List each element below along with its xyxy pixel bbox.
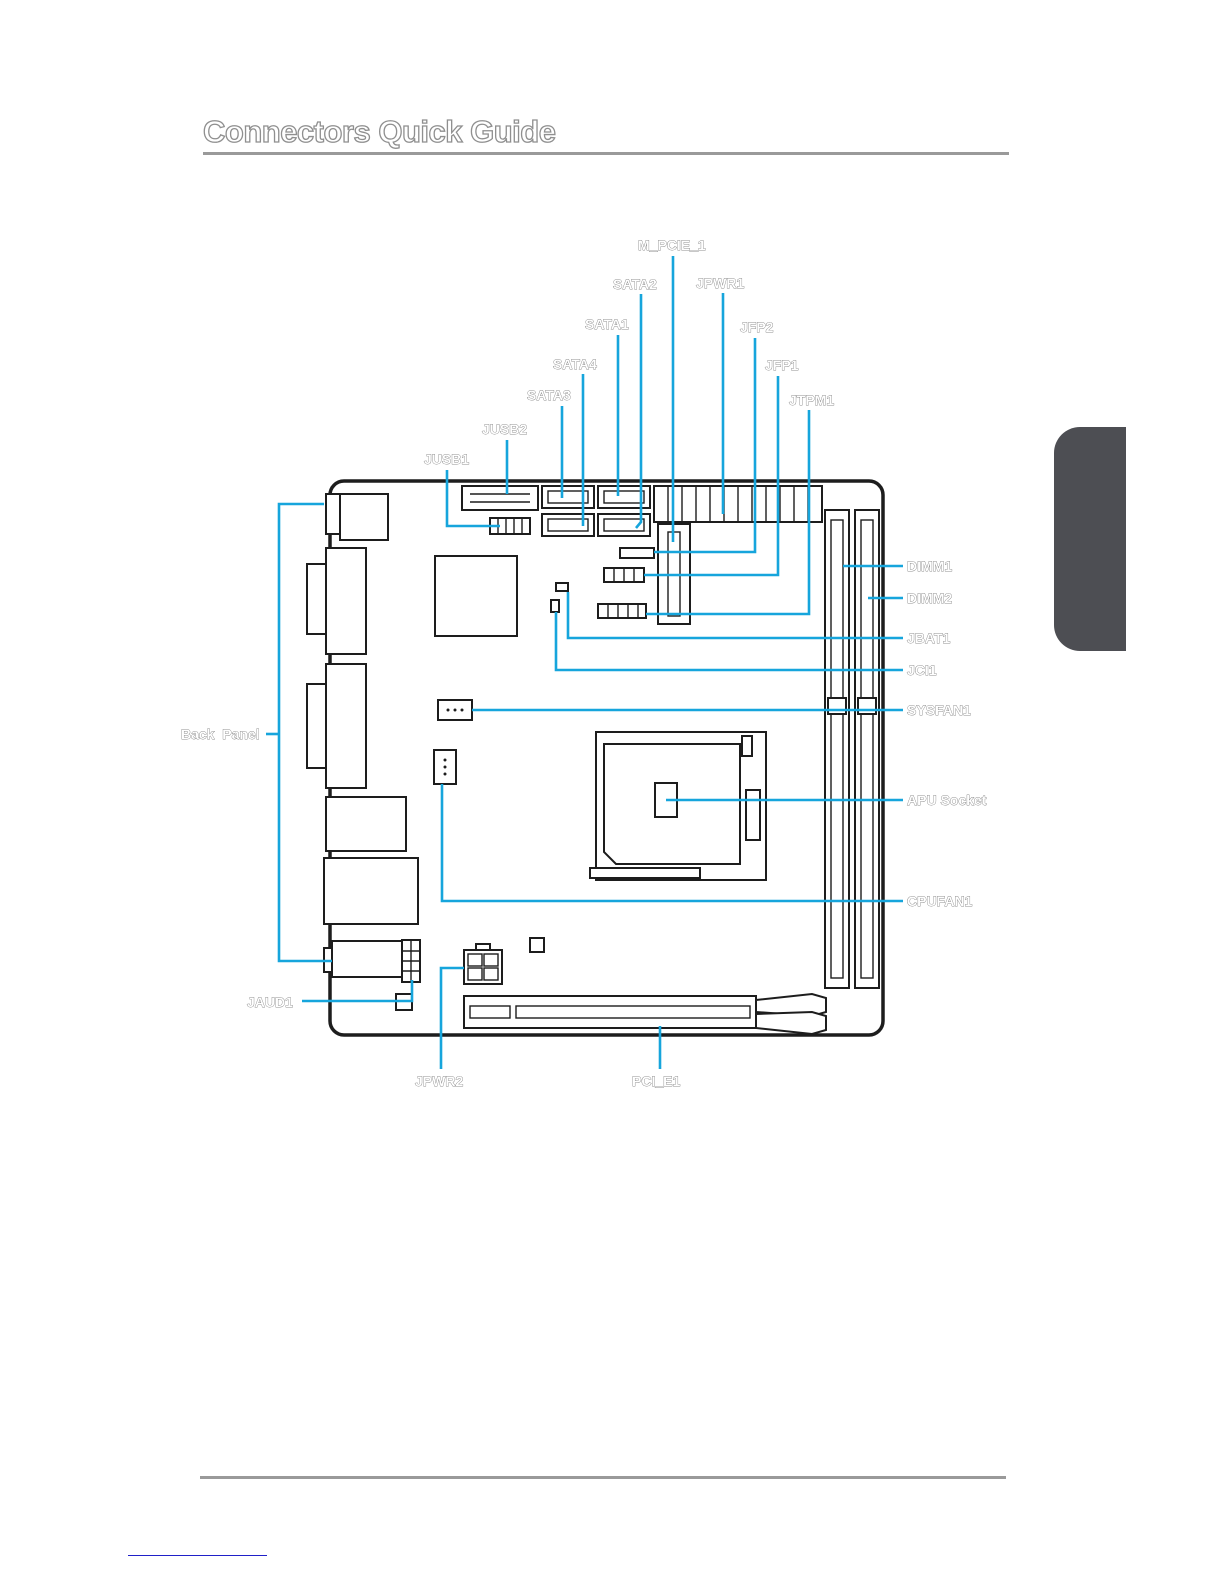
- small-chip: [530, 938, 544, 952]
- back-panel-ports: [307, 494, 418, 977]
- chipset: [435, 556, 517, 636]
- label-cpufan1: CPUFAN1: [907, 893, 973, 909]
- label-jtpm1: JTPM1: [789, 392, 834, 408]
- label-back-panel: Back Panel: [181, 726, 260, 742]
- jusb2-header: [462, 486, 538, 510]
- jtpm1-header: [598, 604, 646, 618]
- label-jpwr1: JPWR1: [696, 275, 744, 291]
- dimm-slots: [825, 510, 879, 988]
- sata-ports: [542, 486, 650, 536]
- label-dimm2: DIMM2: [907, 590, 952, 606]
- label-dimm1: DIMM1: [907, 558, 952, 574]
- label-m-pcie-1: M_PCIE_1: [638, 237, 706, 253]
- jpwr2-connector: [464, 944, 502, 984]
- jfp2-header: [620, 548, 654, 558]
- label-jfp1: JFP1: [765, 357, 799, 373]
- label-jpwr2: JPWR2: [415, 1073, 463, 1089]
- label-sysfan1: SYSFAN1: [907, 702, 971, 718]
- label-pci-e1: PCI_E1: [632, 1073, 680, 1089]
- jci1-header: [551, 600, 559, 612]
- jbat1-jumper: [556, 583, 568, 591]
- label-jusb1: JUSB1: [424, 451, 469, 467]
- label-jbat1: JBAT1: [907, 630, 951, 646]
- label-jci1: JCI1: [907, 662, 937, 678]
- jpwr1-connector: [654, 486, 822, 522]
- sysfan1-header: [438, 700, 472, 720]
- label-sata2: SATA2: [613, 276, 657, 292]
- jfp1-header: [604, 568, 644, 582]
- label-sata1: SATA1: [585, 316, 629, 332]
- cpufan1-header: [434, 750, 456, 784]
- label-jusb2: JUSB2: [482, 421, 527, 437]
- footer-divider: [200, 1476, 1006, 1479]
- label-jfp2: JFP2: [740, 319, 774, 335]
- label-sata4: SATA4: [553, 356, 597, 372]
- label-apu-socket: APU Socket: [907, 792, 987, 808]
- label-sata3: SATA3: [527, 387, 571, 403]
- label-jaud1: JAUD1: [247, 994, 293, 1010]
- pci-e1-slot: [464, 994, 826, 1034]
- apu-socket-drawing: [590, 732, 766, 880]
- bottom-underline: [128, 1555, 267, 1556]
